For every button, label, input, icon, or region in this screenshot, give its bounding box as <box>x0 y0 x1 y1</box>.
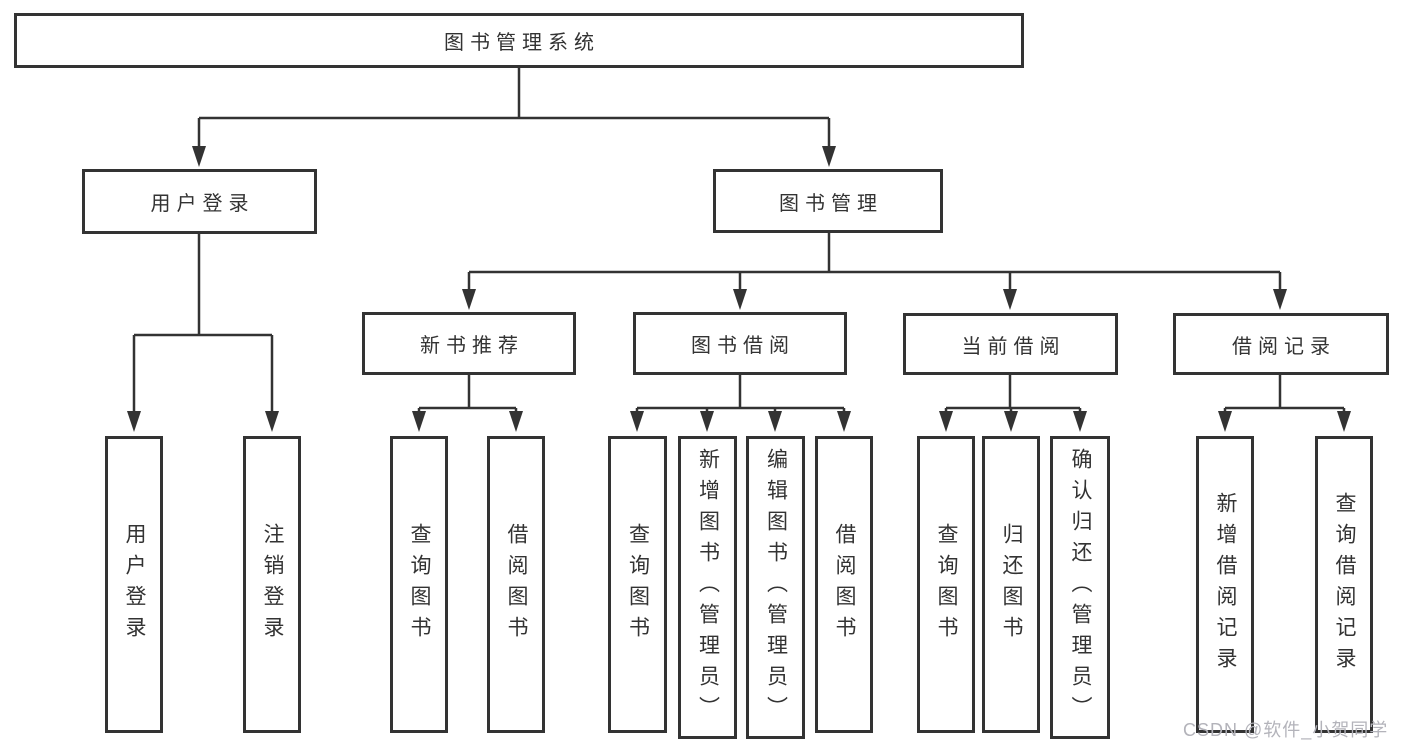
node-borrowing-records-label: 借阅记录 <box>1232 335 1336 358</box>
leaf-return-books: 归还图书 <box>982 436 1040 733</box>
leaf-add-book-admin-label: 新增图书（管理员） <box>696 448 720 727</box>
leaf-edit-book-admin: 编辑图书（管理员） <box>746 436 805 739</box>
watermark: CSDN @软件_小贺同学 <box>1183 720 1389 740</box>
node-user-login-label: 用户登录 <box>150 193 255 215</box>
node-book-management: 图书管理 <box>713 169 943 233</box>
leaf-user-login: 用户登录 <box>105 436 163 733</box>
node-book-borrowing-label: 图书借阅 <box>691 335 795 357</box>
node-book-borrowing: 图书借阅 <box>633 312 847 375</box>
leaf-borrow-books-borrow: 借阅图书 <box>815 436 873 733</box>
leaf-query-books-recommend-label: 查询图书 <box>408 522 431 647</box>
leaf-query-books-current: 查询图书 <box>917 436 975 733</box>
leaf-return-books-label: 归还图书 <box>1000 522 1023 647</box>
leaf-query-books-current-label: 查询图书 <box>935 522 958 647</box>
node-user-login: 用户登录 <box>82 169 317 234</box>
node-current-borrowing-label: 当前借阅 <box>961 335 1066 358</box>
leaf-add-book-admin: 新增图书（管理员） <box>678 436 737 739</box>
leaf-borrow-books-recommend: 借阅图书 <box>487 436 545 733</box>
leaf-user-login-label: 用户登录 <box>123 522 146 647</box>
leaf-query-borrow-record: 查询借阅记录 <box>1315 436 1373 733</box>
leaf-logout-label: 注销登录 <box>261 522 284 647</box>
node-new-book-recommend: 新书推荐 <box>362 312 576 375</box>
node-borrowing-records: 借阅记录 <box>1173 313 1389 375</box>
leaf-confirm-return-admin: 确认归还（管理员） <box>1050 436 1110 739</box>
leaf-add-borrow-record: 新增借阅记录 <box>1196 436 1254 733</box>
node-library-system: 图书管理系统 <box>14 13 1024 68</box>
leaf-confirm-return-admin-label: 确认归还（管理员） <box>1069 448 1092 727</box>
leaf-query-books-borrow: 查询图书 <box>608 436 667 733</box>
node-current-borrowing: 当前借阅 <box>903 313 1118 375</box>
leaf-query-borrow-record-label: 查询借阅记录 <box>1333 491 1356 678</box>
leaf-add-borrow-record-label: 新增借阅记录 <box>1214 491 1237 678</box>
node-book-management-label: 图书管理 <box>779 192 883 215</box>
leaf-query-books-recommend: 查询图书 <box>390 436 448 733</box>
leaf-edit-book-admin-label: 编辑图书（管理员） <box>764 448 788 727</box>
node-new-book-recommend-label: 新书推荐 <box>420 335 524 357</box>
node-library-system-label: 图书管理系统 <box>444 32 600 54</box>
leaf-query-books-borrow-label: 查询图书 <box>626 522 650 647</box>
leaf-logout: 注销登录 <box>243 436 301 733</box>
leaf-borrow-books-recommend-label: 借阅图书 <box>505 522 528 647</box>
leaf-borrow-books-borrow-label: 借阅图书 <box>833 522 856 647</box>
